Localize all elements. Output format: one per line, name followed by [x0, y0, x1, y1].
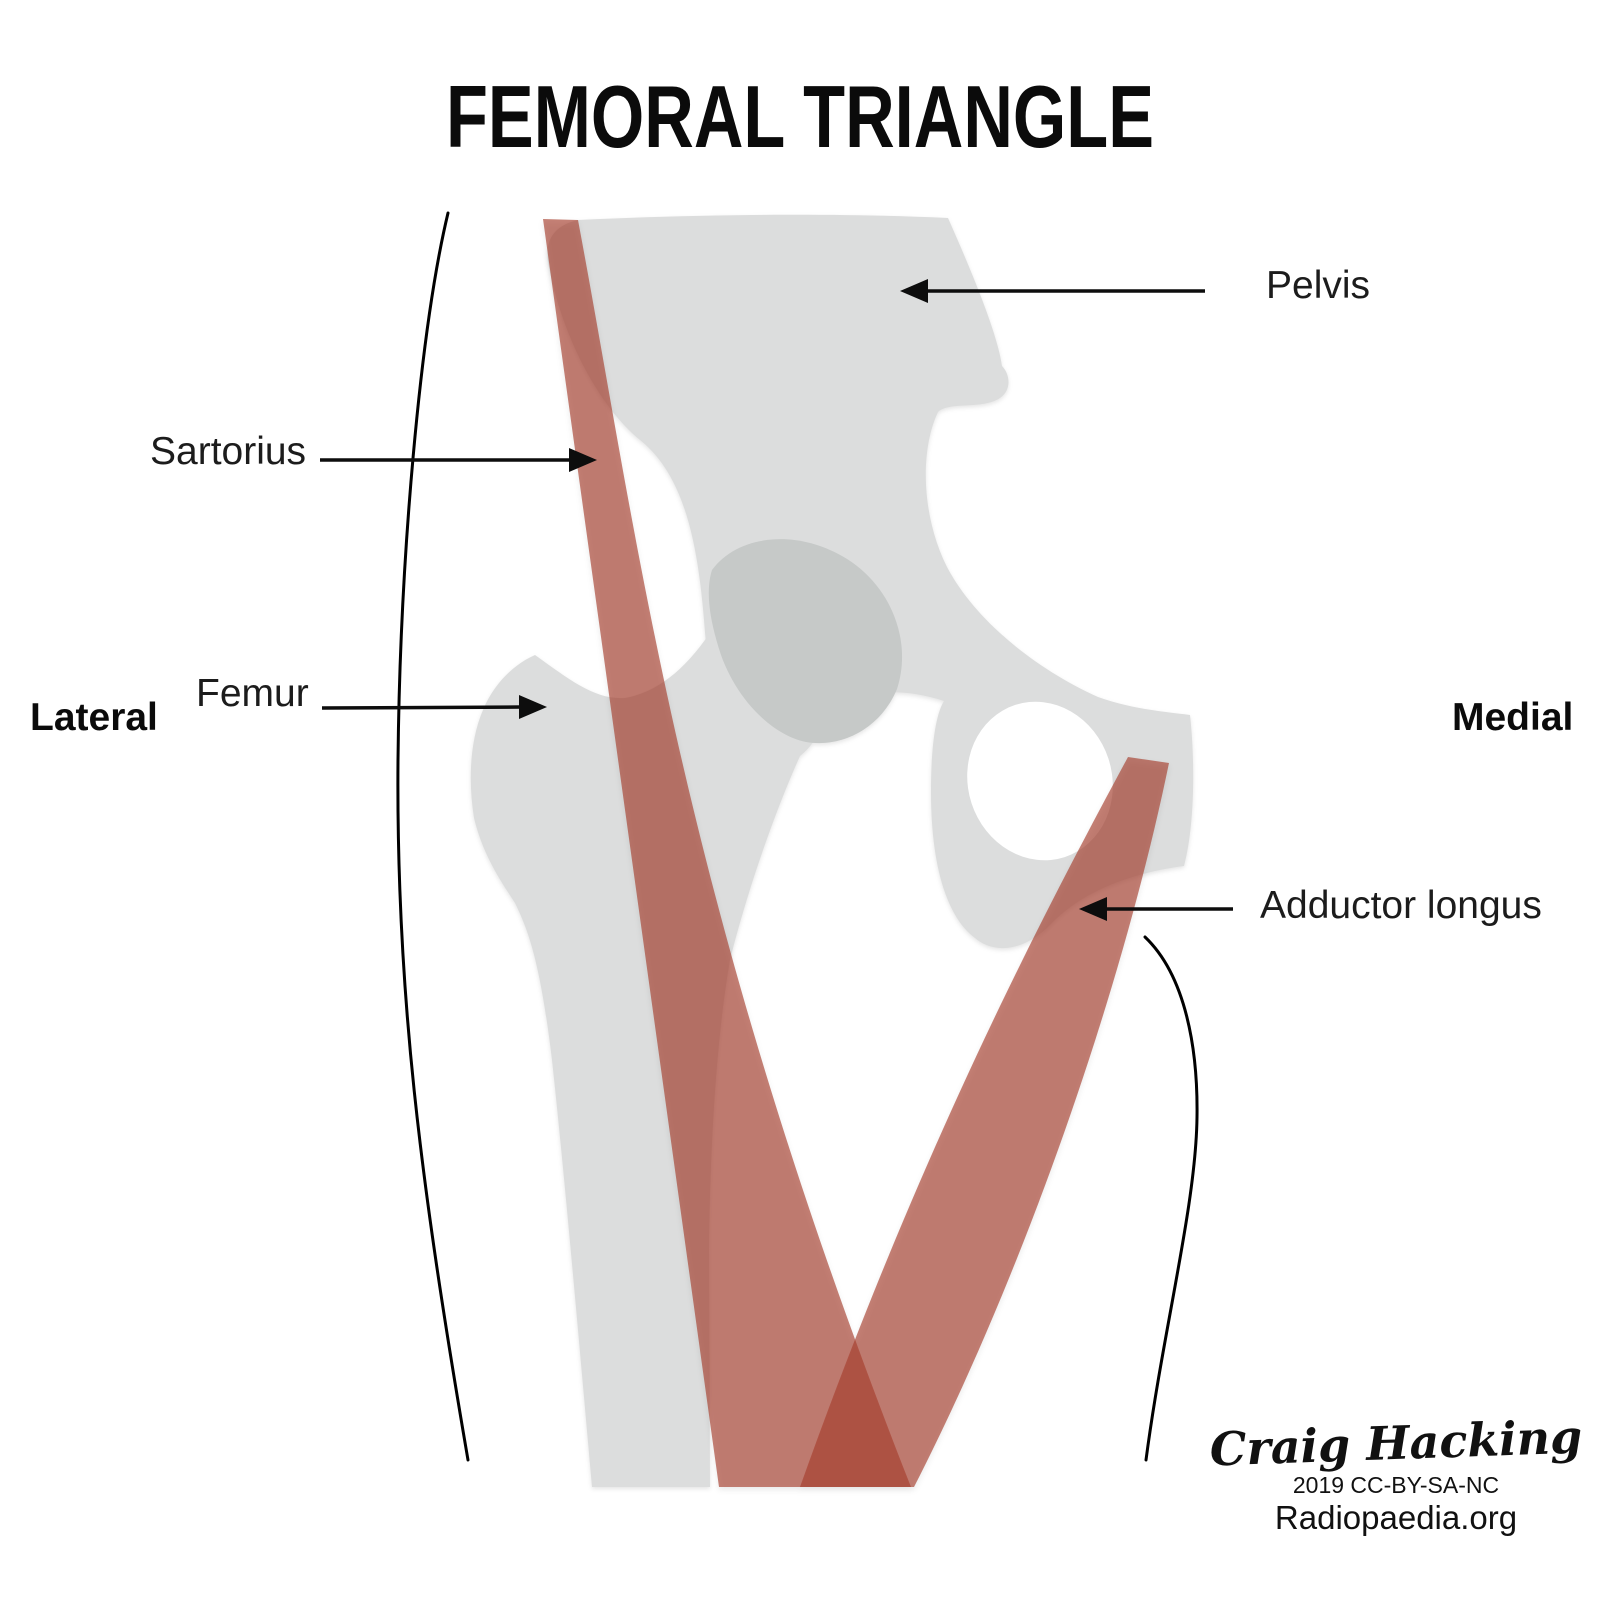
body-outline-left: [396, 211, 470, 1462]
femur-label: Femur: [196, 672, 309, 715]
adductor-longus-muscle-shape: [800, 757, 1169, 1487]
adductor-longus-arrow: [1079, 897, 1233, 921]
credit-block: Craig Hacking 2019 CC-BY-SA-NC Radiopaed…: [1176, 1410, 1600, 1536]
body-outline-right: [1143, 935, 1199, 1462]
obturator-foramen: [967, 701, 1113, 861]
orientation-label-lateral: Lateral: [30, 696, 158, 739]
license-text: 2019 CC-BY-SA-NC: [1292, 1472, 1500, 1498]
sartorius-arrow: [320, 448, 597, 472]
site-name: Radiopaedia.org: [1274, 1499, 1518, 1536]
pelvis-arrow: [900, 279, 1205, 303]
body-outlines-group: [396, 211, 1199, 1462]
sartorius-label: Sartorius: [150, 430, 307, 473]
orientation-label-medial: Medial: [1452, 696, 1574, 739]
pelvis-label: Pelvis: [1266, 264, 1371, 307]
author-signature: Craig Hacking: [1208, 1409, 1584, 1477]
arrows-group: [320, 279, 1233, 921]
femoral-head-acetabulum-overlap: [708, 539, 903, 744]
femur-arrow: [321, 695, 547, 719]
page-title: FEMORAL TRIANGLE: [446, 67, 1154, 166]
adductor-longus-label: Adductor longus: [1260, 884, 1542, 927]
sartorius-muscle-shape: [543, 219, 911, 1487]
muscles-group: [543, 219, 1169, 1487]
